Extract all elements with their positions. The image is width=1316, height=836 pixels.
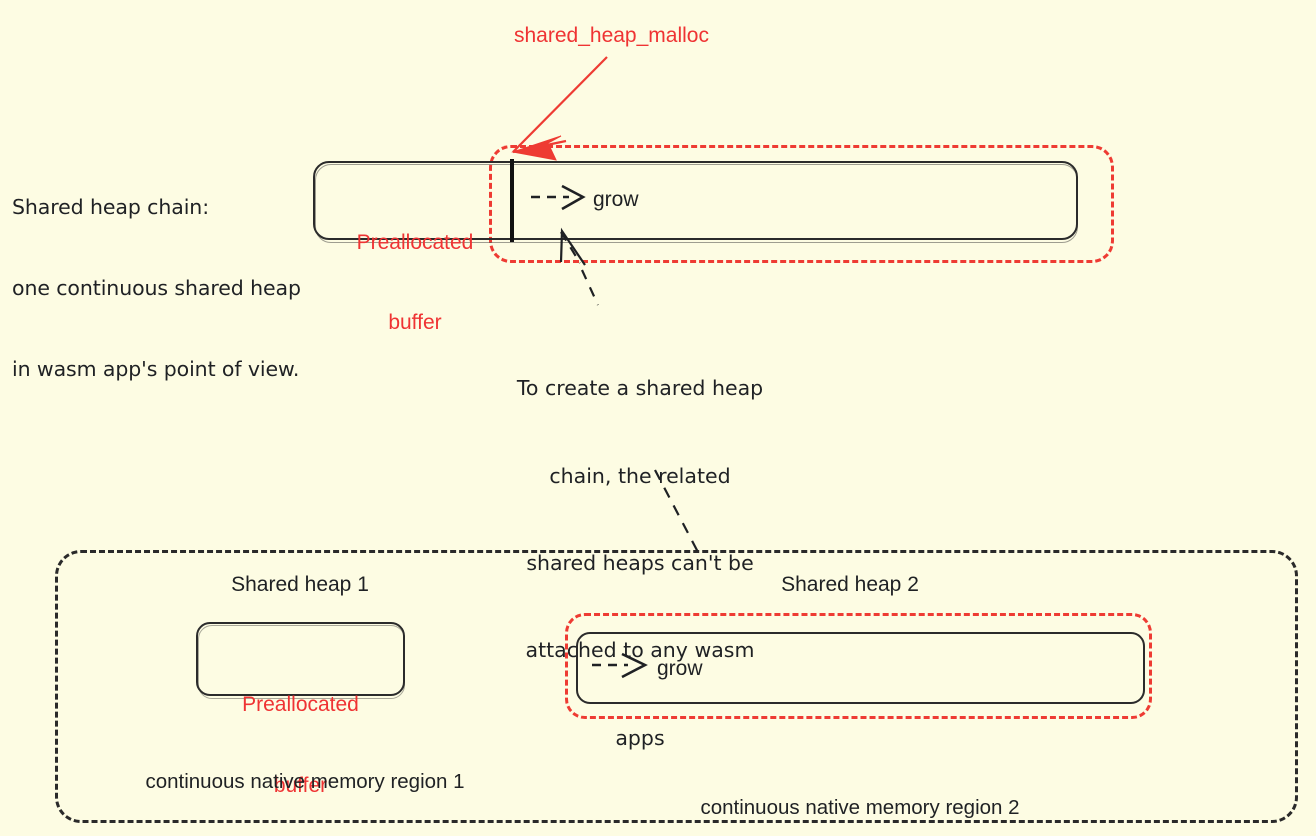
continuous-shared-heap-box <box>313 161 1078 240</box>
note-top-connector-icon <box>580 269 600 306</box>
top-preallocated-buffer-label: Preallocated buffer <box>340 176 490 391</box>
caption-line-1: Shared heap chain: <box>12 195 210 220</box>
shared-heap-2-box <box>576 632 1145 704</box>
note-line-1: To create a shared heap <box>516 376 764 401</box>
shared-heap-malloc-label: shared_heap_malloc <box>514 24 709 47</box>
shared-heap-2-title: Shared heap 2 <box>781 573 919 596</box>
top-preallocated-line-1: Preallocated <box>356 230 474 254</box>
caption-line-3: in wasm app's point of view. <box>12 357 300 382</box>
caption-line-2: one continuous shared heap <box>12 276 301 301</box>
note-line-4: attached to any wasm <box>525 638 755 663</box>
shared-heap-boundary-divider <box>510 159 514 242</box>
note-line-5: apps <box>615 725 665 750</box>
bottom-grow-label: grow <box>657 657 703 680</box>
top-red-dashed-region <box>489 145 1114 263</box>
top-grow-label: grow <box>593 188 639 211</box>
native-memory-region-1-caption: continuous native memory region 1 (from … <box>110 714 500 836</box>
bottom-preallocated-buffer-label: Preallocated buffer <box>196 636 405 836</box>
shared-heap-1-box <box>196 622 405 696</box>
shared-heap-chain-caption: Shared heap chain: one continuous shared… <box>12 140 301 438</box>
note-line-2: chain, the related <box>549 463 731 488</box>
bottom-preallocated-line-1: Preallocated <box>242 692 359 716</box>
top-preallocated-line-2: buffer <box>388 311 442 335</box>
shared-heap-1-title: Shared heap 1 <box>231 573 369 596</box>
bottom-preallocated-line-2: buffer <box>273 774 328 798</box>
region-2-caption-line-1: continuous native memory region 2 <box>700 796 1020 820</box>
native-memory-region-2-caption: continuous native memory region 2 (WAMR … <box>660 740 1060 836</box>
shared-heap-2-red-dashed-region <box>565 613 1152 719</box>
region-1-caption-line-1: continuous native memory region 1 <box>145 770 465 794</box>
